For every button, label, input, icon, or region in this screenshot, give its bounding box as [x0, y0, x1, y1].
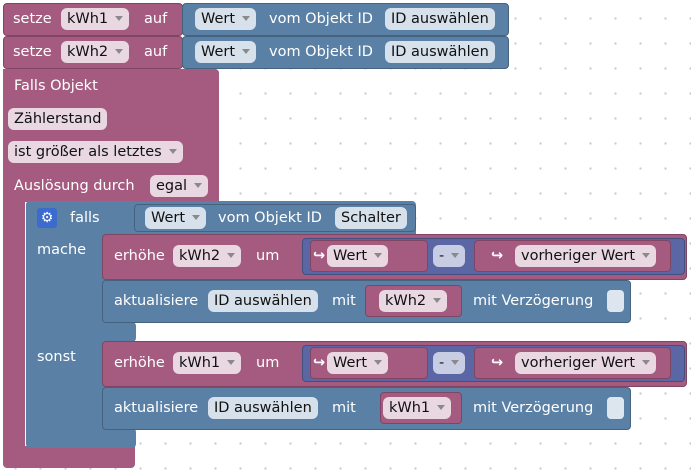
set-keyword: setze [13, 11, 52, 27]
variable-dropdown[interactable]: kWh1 [61, 8, 130, 30]
chevron-down-icon [194, 182, 203, 188]
hook-arrow-icon: ↪ [313, 355, 326, 371]
trigger-condition-dropdown[interactable]: ist größer als letztes [8, 141, 183, 163]
trigger-block-bottom [3, 446, 135, 468]
operator-dropdown[interactable]: - [433, 352, 466, 374]
object-id-field[interactable]: ID auswählen [385, 41, 495, 63]
hook-arrow-icon: ↪ [491, 355, 504, 371]
chevron-down-icon [374, 359, 383, 365]
chevron-down-icon [433, 297, 442, 303]
set-on-label: auf [144, 44, 168, 60]
variable-dropdown[interactable]: kWh2 [173, 245, 242, 267]
trigger-object-field[interactable]: Zählerstand [8, 108, 108, 130]
trigger-cause-dropdown[interactable]: egal [150, 175, 209, 197]
previous-value-dropdown[interactable]: ↪vorheriger Wert [491, 352, 657, 374]
delay-checkbox[interactable] [607, 397, 624, 419]
value-dropdown[interactable]: ↪Wert [313, 245, 389, 267]
object-id-field[interactable]: ID auswählen [208, 397, 318, 419]
if-block-bottom [26, 428, 136, 448]
chevron-down-icon [642, 359, 651, 365]
chevron-down-icon [227, 252, 236, 258]
if-keyword: falls [70, 210, 100, 226]
from-object-label: vom Objekt ID [269, 44, 373, 60]
operator-dropdown[interactable]: - [433, 245, 466, 267]
update-keyword: aktualisiere [114, 400, 199, 416]
chevron-down-icon [242, 15, 251, 21]
chevron-down-icon [115, 48, 124, 54]
hook-arrow-icon: ↪ [491, 248, 504, 264]
value-dropdown[interactable]: ↪Wert [313, 352, 389, 374]
chevron-down-icon [192, 214, 201, 220]
update-with-label: mit [332, 400, 356, 416]
set-on-label: auf [144, 11, 168, 27]
object-id-field[interactable]: ID auswählen [208, 290, 318, 312]
chevron-down-icon [168, 148, 177, 154]
delay-label: mit Verzögerung [473, 293, 594, 309]
increase-keyword: erhöhe [114, 355, 165, 371]
delay-label: mit Verzögerung [473, 400, 594, 416]
increase-by-label: um [256, 248, 280, 264]
trigger-title: Falls Objekt [14, 78, 98, 94]
object-id-field[interactable]: ID auswählen [385, 8, 495, 30]
from-object-label: vom Objekt ID [269, 11, 373, 27]
variable-dropdown[interactable]: kWh2 [379, 290, 448, 312]
hook-arrow-icon: ↪ [313, 248, 326, 264]
previous-value-dropdown[interactable]: ↪vorheriger Wert [491, 245, 657, 267]
chevron-down-icon [451, 359, 460, 365]
increase-by-label: um [256, 355, 280, 371]
trigger-cause-label: Auslösung durch [14, 178, 135, 194]
else-separator [26, 322, 136, 342]
property-dropdown[interactable]: Wert [195, 41, 257, 63]
set-keyword: setze [13, 44, 52, 60]
property-dropdown[interactable]: Wert [195, 8, 257, 30]
chevron-down-icon [374, 252, 383, 258]
increase-keyword: erhöhe [114, 248, 165, 264]
update-with-label: mit [332, 293, 356, 309]
trigger-block-arm [3, 200, 25, 456]
chevron-down-icon [115, 15, 124, 21]
chevron-down-icon [642, 252, 651, 258]
else-keyword: sonst [37, 349, 76, 365]
from-object-label: vom Objekt ID [218, 210, 322, 226]
variable-dropdown[interactable]: kWh2 [61, 41, 130, 63]
chevron-down-icon [451, 252, 460, 258]
variable-dropdown[interactable]: kWh1 [173, 352, 242, 374]
gear-icon[interactable]: ⚙ [37, 208, 57, 228]
chevron-down-icon [242, 48, 251, 54]
object-id-field[interactable]: Schalter [335, 207, 407, 229]
then-keyword: mache [37, 242, 87, 258]
variable-dropdown[interactable]: kWh1 [383, 397, 452, 419]
delay-checkbox[interactable] [607, 290, 624, 312]
update-keyword: aktualisiere [114, 293, 199, 309]
chevron-down-icon [227, 359, 236, 365]
property-dropdown[interactable]: Wert [145, 207, 207, 229]
update-block-kwh1[interactable] [102, 387, 631, 430]
chevron-down-icon [437, 404, 446, 410]
